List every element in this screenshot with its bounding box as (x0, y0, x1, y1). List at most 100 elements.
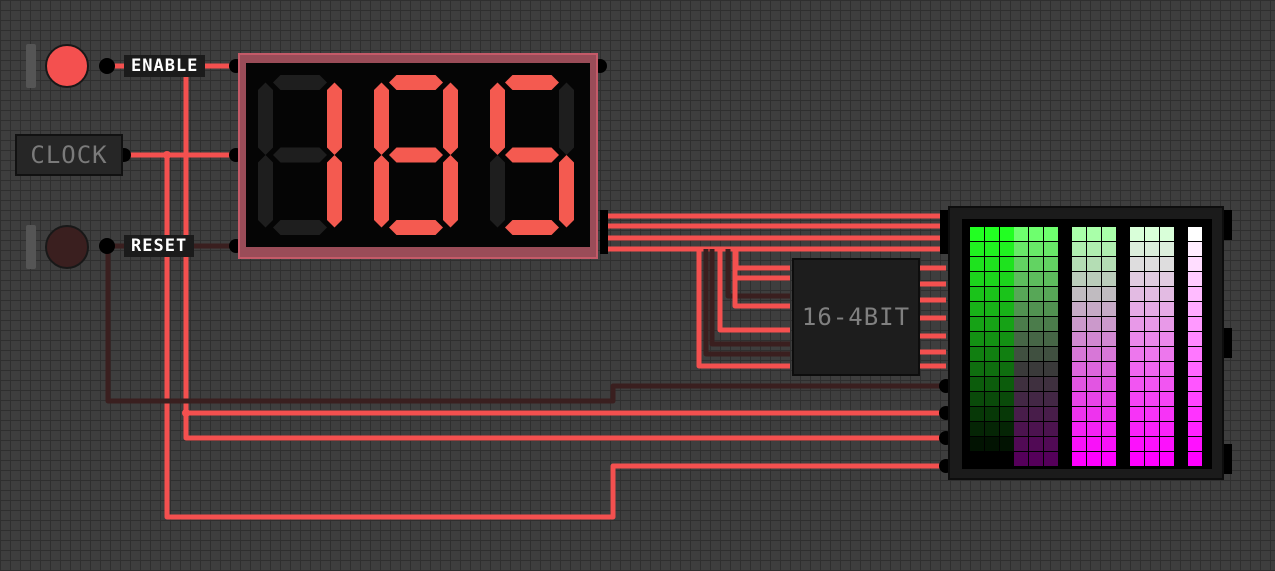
led-mint-1-5 (1145, 302, 1159, 316)
led-mint-1-3 (1145, 272, 1159, 286)
led-light-green-2-0 (1044, 227, 1058, 241)
led-mint-0-10 (1130, 377, 1144, 391)
led-white-0-12 (1188, 407, 1202, 421)
led-mint-2-3 (1160, 272, 1174, 286)
led-pale-green-2-11 (1102, 392, 1116, 406)
led-light-green-0-12 (1014, 407, 1028, 421)
led-pale-green-2-1 (1102, 242, 1116, 256)
led-white-0-10 (1188, 377, 1202, 391)
led-green-0-0 (970, 227, 984, 241)
led-light-green-2-10 (1044, 377, 1058, 391)
led-mint-1-1 (1145, 242, 1159, 256)
led-mint-2-9 (1160, 362, 1174, 376)
led-green-2-13 (1000, 422, 1014, 436)
led-mint-2-8 (1160, 347, 1174, 361)
led-pale-green-1-15 (1087, 452, 1101, 466)
led-mint-0-9 (1130, 362, 1144, 376)
led-mint-2-13 (1160, 422, 1174, 436)
led-mint-2-12 (1160, 407, 1174, 421)
led-white-0-9 (1188, 362, 1202, 376)
led-white-0-14 (1188, 437, 1202, 451)
led-white-0-5 (1188, 302, 1202, 316)
segment-3-a (505, 75, 559, 90)
led-green-0-12 (970, 407, 984, 421)
led-green-1-14 (985, 437, 999, 451)
segment-3-e (490, 155, 505, 228)
led-mint-0-5 (1130, 302, 1144, 316)
led-light-green-0-0 (1014, 227, 1028, 241)
led-mint-2-4 (1160, 287, 1174, 301)
led-pale-green-1-2 (1087, 257, 1101, 271)
led-green-0-7 (970, 332, 984, 346)
led-mint-2-7 (1160, 332, 1174, 346)
clock-input[interactable]: CLOCK (15, 134, 123, 176)
reset-button[interactable] (45, 225, 89, 269)
enable-button[interactable] (45, 44, 89, 88)
led-pale-green-0-8 (1072, 347, 1086, 361)
segment-1-b (327, 82, 342, 155)
led-mint-1-8 (1145, 347, 1159, 361)
led-mint-1-7 (1145, 332, 1159, 346)
led-light-green-0-14 (1014, 437, 1028, 451)
led-green-1-9 (985, 362, 999, 376)
led-pale-green-0-14 (1072, 437, 1086, 451)
led-white-0-8 (1188, 347, 1202, 361)
led-pale-green-2-9 (1102, 362, 1116, 376)
led-light-green-2-2 (1044, 257, 1058, 271)
led-pale-green-2-14 (1102, 437, 1116, 451)
segment-1-e (258, 155, 273, 228)
led-mint-1-6 (1145, 317, 1159, 331)
led-light-green-2-7 (1044, 332, 1058, 346)
led-light-green-0-3 (1014, 272, 1028, 286)
led-green-2-12 (1000, 407, 1014, 421)
led-light-green-1-7 (1029, 332, 1043, 346)
segment-2-d (389, 220, 443, 235)
led-mint-1-11 (1145, 392, 1159, 406)
led-light-green-1-13 (1029, 422, 1043, 436)
led-mint-2-1 (1160, 242, 1174, 256)
led-mint-1-12 (1145, 407, 1159, 421)
led-green-0-3 (970, 272, 984, 286)
pin-matrix-right-1 (1224, 210, 1232, 240)
led-green-0-15 (970, 452, 984, 466)
led-pale-green-0-1 (1072, 242, 1086, 256)
led-mint-0-6 (1130, 317, 1144, 331)
segment-1-d (273, 220, 327, 235)
segment-3-b (559, 82, 574, 155)
led-light-green-1-15 (1029, 452, 1043, 466)
led-green-1-5 (985, 302, 999, 316)
enable-button-base (26, 44, 36, 88)
led-light-green-2-12 (1044, 407, 1058, 421)
enable-label: ENABLE (124, 55, 206, 77)
led-green-2-4 (1000, 287, 1014, 301)
led-light-green-1-0 (1029, 227, 1043, 241)
led-green-0-2 (970, 257, 984, 271)
led-mint-2-6 (1160, 317, 1174, 331)
led-pale-green-1-14 (1087, 437, 1101, 451)
led-pale-green-1-8 (1087, 347, 1101, 361)
led-light-green-1-2 (1029, 257, 1043, 271)
led-pale-green-1-4 (1087, 287, 1101, 301)
led-light-green-1-1 (1029, 242, 1043, 256)
pin-matrix-right-2 (1224, 328, 1232, 358)
led-light-green-2-13 (1044, 422, 1058, 436)
led-green-1-2 (985, 257, 999, 271)
led-mint-2-15 (1160, 452, 1174, 466)
led-pale-green-1-12 (1087, 407, 1101, 421)
led-green-2-5 (1000, 302, 1014, 316)
led-pale-green-2-2 (1102, 257, 1116, 271)
led-green-0-13 (970, 422, 984, 436)
led-pale-green-1-6 (1087, 317, 1101, 331)
led-white-0-3 (1188, 272, 1202, 286)
led-green-0-11 (970, 392, 984, 406)
led-pale-green-0-11 (1072, 392, 1086, 406)
led-light-green-2-8 (1044, 347, 1058, 361)
led-mint-0-14 (1130, 437, 1144, 451)
wire-chip-8 (696, 249, 790, 369)
led-green-2-9 (1000, 362, 1014, 376)
led-green-1-8 (985, 347, 999, 361)
led-pale-green-0-4 (1072, 287, 1086, 301)
led-pale-green-1-0 (1087, 227, 1101, 241)
led-white-0-0 (1188, 227, 1202, 241)
led-green-1-11 (985, 392, 999, 406)
